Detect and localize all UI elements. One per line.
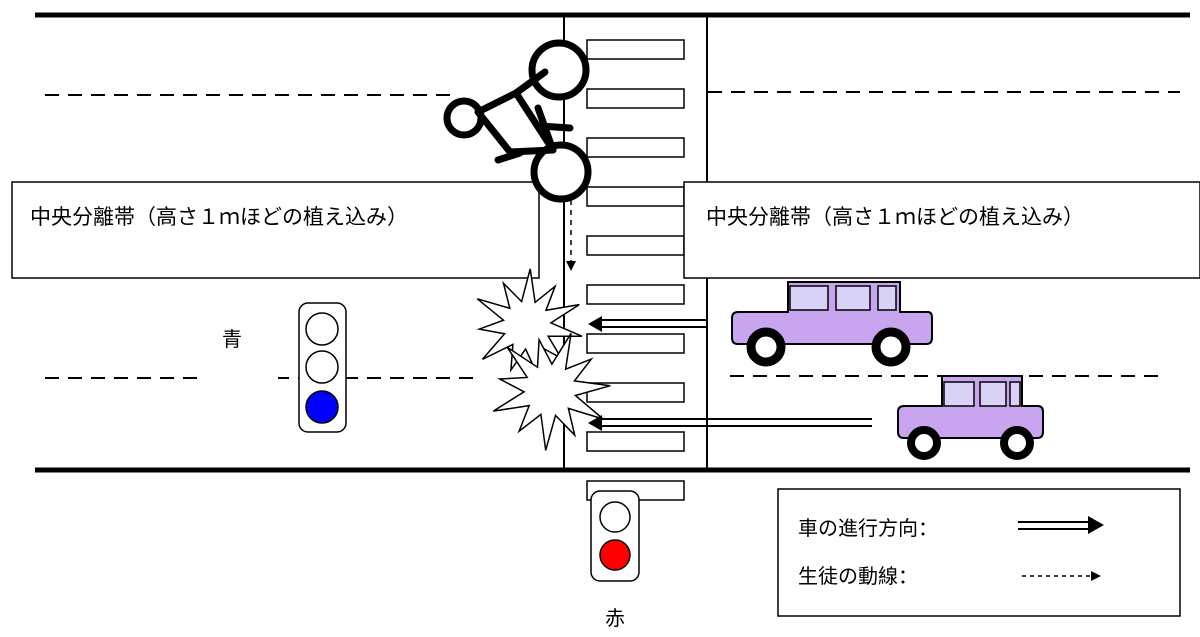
car-direction-arrow-2 — [588, 415, 872, 431]
median-label-left: 中央分離帯（高さ１ｍほどの植え込み） — [30, 205, 408, 229]
label-backing — [200, 362, 278, 382]
legend-student-path: 生徒の動線： — [798, 564, 918, 588]
signal-go-lamp — [305, 390, 339, 424]
median-label-right: 中央分離帯（高さ１ｍほどの植え込み） — [706, 205, 1084, 229]
traffic-light-icon — [590, 490, 640, 582]
crosswalk-stripe — [586, 88, 685, 109]
car-direction-arrow-1 — [588, 316, 708, 332]
crosswalk-stripes — [586, 39, 685, 501]
legend-car-direction: 車の進行方向： — [798, 516, 938, 540]
legend: 車の進行方向： 生徒の動線： — [777, 488, 1181, 617]
legend-double-arrow — [1018, 516, 1104, 534]
crosswalk-stripe — [586, 431, 685, 452]
signal-vehicle-label: 赤 — [605, 606, 625, 630]
collision-icon — [476, 268, 611, 451]
crosswalk-stripe — [586, 333, 685, 354]
median-right: 中央分離帯（高さ１ｍほどの植え込み） — [683, 181, 1200, 279]
traffic-light-icon — [298, 302, 347, 433]
car-icon — [731, 281, 933, 367]
bicycle-icon — [443, 39, 592, 203]
signal-stop-lamp — [599, 539, 631, 571]
car-icon — [897, 375, 1044, 460]
crosswalk-stripe — [586, 39, 685, 60]
median-left: 中央分離帯（高さ１ｍほどの植え込み） — [11, 181, 540, 279]
crosswalk-stripe — [586, 186, 685, 207]
crosswalk-stripe — [586, 235, 685, 256]
crosswalk-stripe — [586, 137, 685, 158]
crosswalk-stripe — [586, 284, 685, 305]
road-edges — [35, 12, 1190, 473]
signal-pedestrian-label: 青 — [222, 327, 242, 351]
